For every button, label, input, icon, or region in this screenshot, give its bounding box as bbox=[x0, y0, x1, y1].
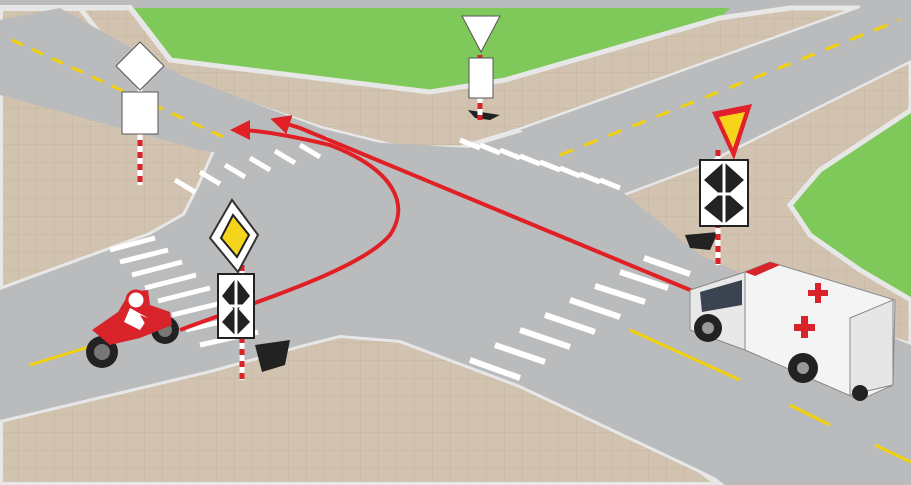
junction-plate-right bbox=[700, 160, 748, 226]
junction-plate-left bbox=[218, 274, 254, 338]
